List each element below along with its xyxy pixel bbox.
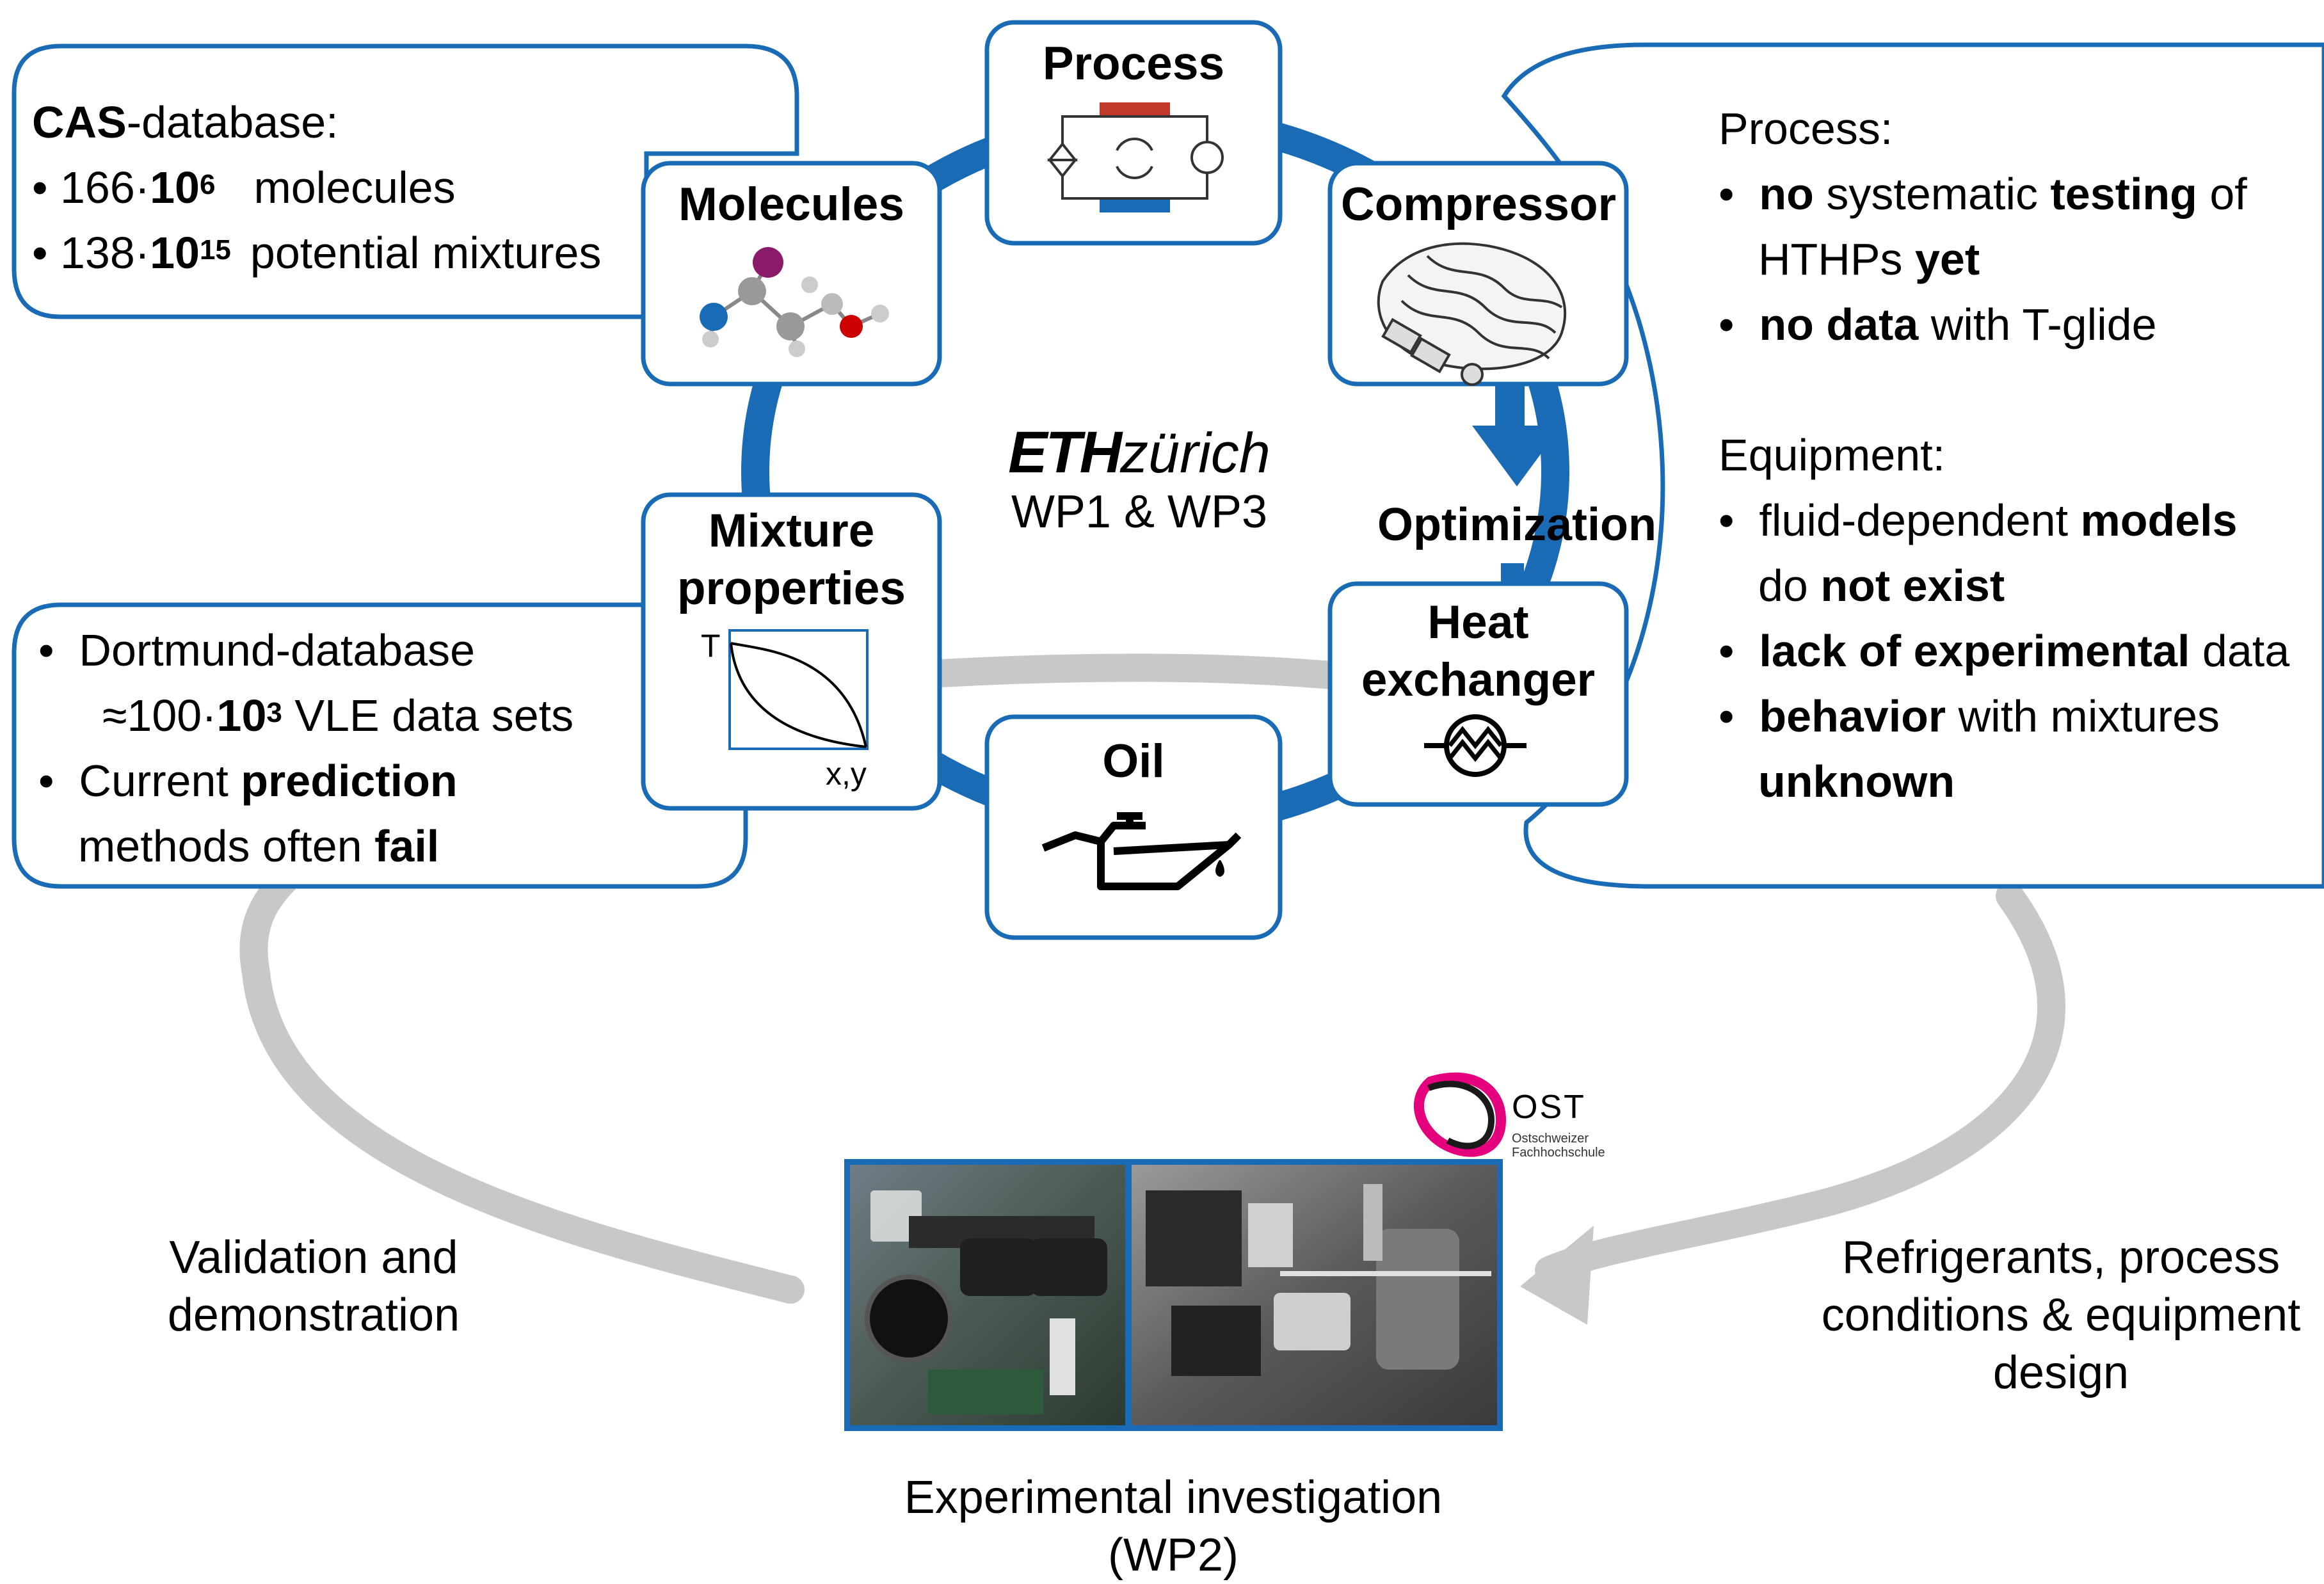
compressor-label: Compressor (1340, 179, 1616, 230)
process-label: Process (1042, 38, 1225, 90)
experimental-photo (844, 1159, 1503, 1431)
equipment-bullet-3-cont: unknown (1758, 756, 1955, 806)
refrigerants-label-2: conditions & equipment (1821, 1290, 2301, 1341)
equipment-bullet-3: • behavior with mixtures (1719, 691, 2220, 741)
ost-logo-sub-2: Fachhochschule (1512, 1146, 1605, 1160)
process-cycle-icon (1046, 102, 1224, 212)
validation-label-2: demonstration (167, 1290, 460, 1341)
molecules-label: Molecules (678, 179, 904, 230)
vle-plot (728, 629, 869, 750)
refrigerants-label-3: design (1992, 1347, 2129, 1398)
equipment-bullet-1: • fluid-dependent models (1719, 495, 2238, 545)
optimization-label: Optimization (1377, 499, 1656, 550)
ost-logo (1414, 1072, 1507, 1157)
eth-logo-mark: ETH (1008, 420, 1122, 485)
process-bullet-1-cont: HTHPs yet (1758, 234, 1980, 284)
cas-title: CAS-database: (32, 97, 339, 147)
refrigerants-label-1: Refrigerants, process (1841, 1232, 2280, 1283)
equipment-bullet-2: • lack of experimental data (1719, 626, 2290, 676)
oil-can-icon (1041, 812, 1242, 890)
gray-feedback-loop (239, 653, 2065, 1325)
gray-arrowhead (1520, 1226, 1594, 1325)
dortmund-box-text: • Dortmund-database ≈100·103 VLE data se… (38, 618, 573, 879)
ost-logo-name: OST (1512, 1089, 1586, 1126)
dortmund-line-3: • Current prediction (38, 756, 458, 806)
heat-exchanger-icon (1424, 714, 1527, 777)
dortmund-line-2: ≈100·103 VLE data sets (102, 691, 574, 740)
mixture-properties-label-1: Mixture (708, 505, 875, 557)
molecule-icon (700, 247, 889, 357)
mixture-properties-box (641, 492, 942, 811)
dortmund-line-1: • Dortmund-database (38, 625, 476, 675)
eth-logo-zurich: zürich (1120, 421, 1270, 484)
ost-logo-sub-1: Ostschweizer (1512, 1132, 1589, 1146)
experimental-label-1: Experimental investigation (904, 1472, 1443, 1523)
experimental-label-2: (WP2) (1108, 1530, 1238, 1581)
right-box-text: Process: • no systematic testing of HTHP… (1719, 96, 2289, 814)
mixture-properties-label-2: properties (677, 563, 906, 614)
eth-logo: ETHzürich (995, 419, 1283, 486)
screw-compressor-icon (1377, 242, 1567, 386)
heat-exchanger-label-1: Heat (1427, 596, 1529, 648)
process-bullet-2: • no data with T-glide (1719, 300, 2157, 349)
plot-y-axis-label: T (701, 628, 721, 664)
plot-x-axis-label: x,y (826, 756, 867, 792)
process-bullet-1: • no systematic testing of (1719, 169, 2247, 219)
oil-label: Oil (1102, 735, 1165, 787)
validation-label-1: Validation and (169, 1232, 458, 1283)
right-box-outline (1501, 42, 2324, 889)
heat-exchanger-box (1327, 581, 1629, 807)
equipment-bullet-1-cont: do not exist (1758, 561, 2005, 611)
dortmund-line-4: methods often fail (78, 821, 440, 871)
heat-exchanger-label-2: exchanger (1361, 654, 1596, 706)
cas-box-outline (12, 44, 799, 319)
wp1-wp3-label: WP1 & WP3 (1011, 486, 1268, 538)
process-heading: Process: (1719, 104, 1893, 154)
equipment-heading: Equipment: (1719, 430, 1946, 480)
dortmund-box-outline (12, 602, 748, 889)
